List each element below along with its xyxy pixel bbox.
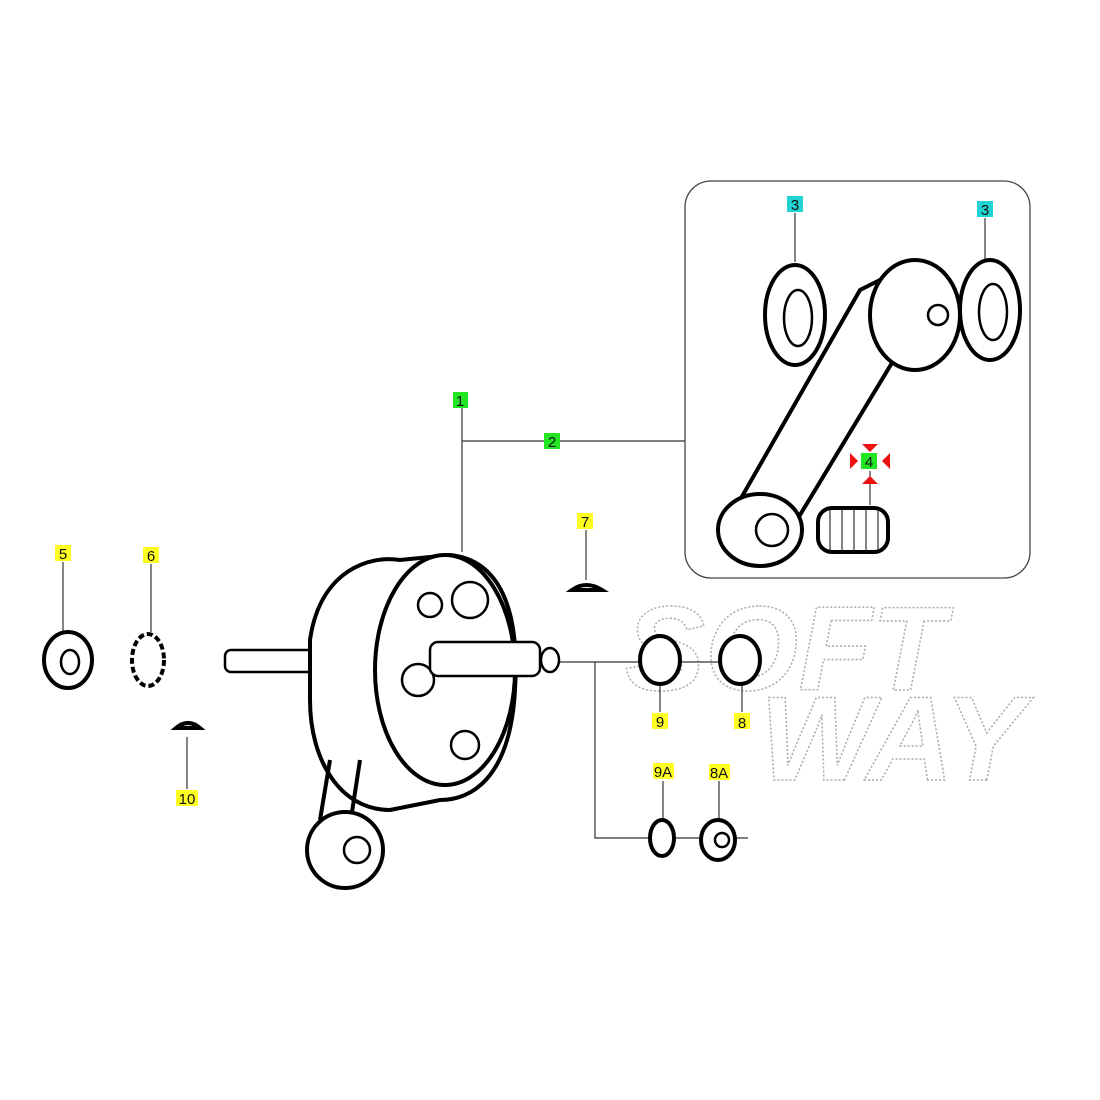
highlight-arrows-icon: [850, 444, 890, 484]
svg-text:3: 3: [981, 202, 989, 219]
callout-8a[interactable]: 8A: [709, 764, 730, 782]
svg-text:WAY: WAY: [760, 672, 1034, 806]
callout-2[interactable]: 2: [544, 433, 560, 451]
callout-4[interactable]: 4: [861, 453, 877, 471]
connecting-rod-inset-box: [684, 180, 1031, 579]
nut-9[interactable]: [638, 634, 682, 686]
washer-9a[interactable]: [648, 818, 676, 858]
callout-8[interactable]: 8: [734, 713, 750, 732]
callout-9a[interactable]: 9A: [653, 763, 674, 781]
svg-text:2: 2: [548, 434, 556, 451]
callout-3-left[interactable]: 3: [787, 196, 803, 214]
svg-text:5: 5: [59, 546, 67, 563]
callout-10[interactable]: 10: [176, 790, 198, 808]
needle-bearing[interactable]: [816, 506, 890, 554]
callout-6[interactable]: 6: [143, 547, 159, 565]
svg-text:9: 9: [656, 714, 664, 731]
crankshaft[interactable]: [223, 552, 561, 890]
nut-8a[interactable]: [699, 818, 737, 862]
svg-text:6: 6: [147, 548, 155, 565]
callout-5[interactable]: 5: [55, 545, 71, 563]
svg-text:8A: 8A: [710, 765, 728, 782]
connecting-rod-assembly[interactable]: [716, 258, 962, 568]
svg-text:1: 1: [456, 393, 464, 410]
svg-text:4: 4: [865, 454, 873, 471]
callout-3-right[interactable]: 3: [977, 201, 993, 219]
callout-1[interactable]: 1: [453, 392, 468, 410]
nut-8[interactable]: [718, 634, 762, 686]
woodruff-key-10[interactable]: [170, 721, 206, 730]
callout-9[interactable]: 9: [652, 713, 668, 731]
woodruff-key-7[interactable]: [565, 583, 609, 592]
callout-7[interactable]: 7: [577, 513, 593, 531]
svg-text:9A: 9A: [654, 764, 672, 781]
thrust-washer-right[interactable]: [958, 258, 1022, 362]
svg-text:10: 10: [179, 791, 196, 808]
svg-text:8: 8: [738, 715, 746, 732]
nut-5[interactable]: [42, 630, 94, 690]
lock-washer-6[interactable]: [130, 632, 166, 688]
svg-text:3: 3: [791, 197, 799, 214]
svg-text:7: 7: [581, 514, 589, 531]
thrust-washer-left[interactable]: [763, 263, 827, 367]
watermark: SOFT WAY: [624, 581, 1035, 807]
